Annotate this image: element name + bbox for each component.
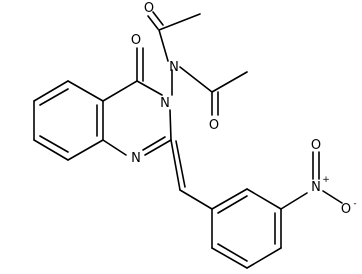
nitro-group (280, 151, 343, 210)
o-acetyl-top-label: O (144, 1, 154, 16)
o-nitro-top-label: O (311, 138, 321, 153)
o-acetyl-bottom-label: O (209, 118, 219, 133)
diacetylamino-group (147, 11, 248, 116)
nitrophenyl-ring (211, 188, 282, 269)
vinyl-linker (170, 139, 213, 210)
n-imide-label: N (169, 60, 179, 75)
n-nitro-charge-label: + (322, 175, 330, 185)
n-ring-3-label: N (160, 96, 170, 111)
n-nitro-label: N (311, 180, 321, 195)
o-nitro-charge-label: - (353, 199, 356, 209)
benzo-ring (33, 80, 104, 161)
o-carbonyl-ring-label: O (131, 33, 141, 48)
pyrimidinone-ring (102, 47, 172, 156)
n-ring-1-label: N (131, 151, 141, 166)
o-nitro-right-label: O (341, 202, 351, 217)
